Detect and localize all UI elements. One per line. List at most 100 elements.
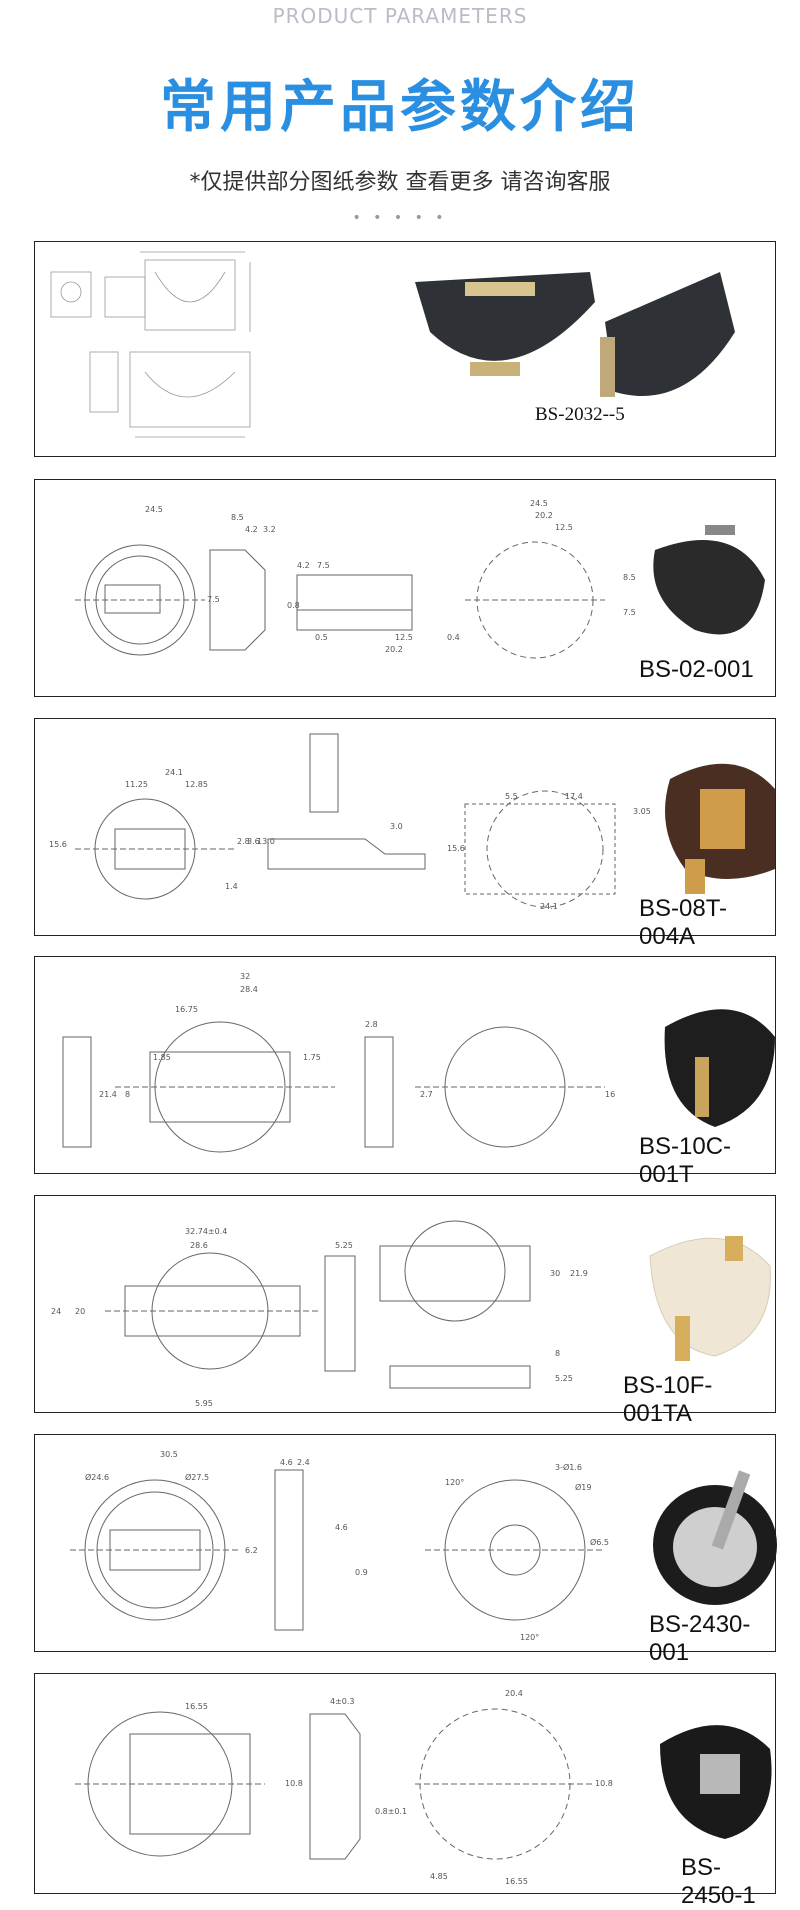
dim-label: 17.4: [565, 792, 583, 801]
dim-label: 4.2: [245, 525, 258, 534]
dim-label: 20.2: [535, 511, 553, 520]
dim-label: 24.5: [145, 505, 163, 514]
dim-label: 30: [550, 1269, 560, 1278]
model-label: BS-2430-001: [649, 1611, 751, 1666]
product-photo-bs-2450-1: [660, 1725, 772, 1839]
dim-label: 0.5: [315, 633, 328, 642]
dim-label: 0.8: [287, 601, 300, 610]
product-panel-bs-10f-001ta: 32.74±0.4 28.6 5.25 24 20 30 21.9 5.95 8…: [34, 1195, 776, 1427]
product-panel-bs-10c-001t: 32 28.4 16.75 1.85 1.75 2.8 21.4 8 16 2.…: [34, 956, 776, 1188]
product-photo-bs-02-001: [653, 525, 765, 635]
model-label: BS-2032--5: [535, 404, 625, 425]
product-photo-bs-2032-5: [415, 272, 735, 397]
product-photo-bs-2430-001: [653, 1470, 777, 1605]
dim-label: 30.5: [160, 1450, 178, 1459]
dim-label: Ø27.5: [185, 1472, 209, 1482]
product-photo-bs-10f-001ta: [649, 1236, 771, 1361]
dim-label: 1.4: [225, 882, 238, 891]
product-panel-bs-02-001: 24.5 8.5 4.2 3.2 7.5 0.8 4.2 7.5 0.5 12.…: [34, 479, 776, 697]
dim-label: 120°: [520, 1633, 539, 1642]
product-panel-bs-2430-001: 30.5 Ø24.6 Ø27.5 4.6 2.4 6.2 4.6 0.9 3-Ø…: [34, 1434, 777, 1666]
dim-label: 20.4: [505, 1689, 523, 1698]
dim-label: 24.1: [540, 902, 558, 911]
dim-label: 16.55: [505, 1877, 528, 1886]
dim-label: 0.8±0.1: [375, 1807, 407, 1816]
product-panel-bs-2032-5: BS-2032--5: [34, 241, 776, 457]
dim-label: 0.9: [355, 1568, 368, 1577]
dim-label: 6.2: [245, 1546, 258, 1555]
subtitle-english: PRODUCT PARAMETERS: [272, 4, 528, 28]
dim-label: 13.0: [257, 837, 275, 846]
dim-label: 28.4: [240, 985, 258, 994]
dim-label: 8: [555, 1349, 560, 1358]
dim-label: 12.5: [555, 523, 573, 532]
dim-label: 4.6: [335, 1523, 348, 1532]
drawing-bs-2032-5: [50, 251, 735, 438]
dim-label: 2.8: [365, 1020, 378, 1029]
decorative-dots: • • • • •: [352, 210, 448, 226]
dim-label: 2.8: [237, 837, 250, 846]
product-panel-bs-08t-004a: 24.1 11.25 12.85 15.6 2.8 3.6 13.0 1.4 3…: [34, 718, 776, 950]
dim-label: 5.95: [195, 1399, 213, 1408]
dim-label: 21.9: [570, 1269, 588, 1278]
dim-label: 3.0: [390, 822, 403, 831]
dim-label: 3-Ø1.6: [555, 1462, 582, 1472]
dim-label: 24: [51, 1307, 61, 1316]
dim-label: 28.6: [190, 1241, 208, 1250]
dim-label: 4.6: [280, 1458, 293, 1467]
dim-label: 24.1: [165, 768, 183, 777]
dim-label: 12.85: [185, 780, 208, 789]
model-label: BS-08T-004A: [639, 895, 728, 950]
dim-label: 3.2: [263, 525, 276, 534]
dim-label: 1.75: [303, 1053, 321, 1062]
dim-label: 7.5: [623, 608, 636, 617]
product-photo-bs-10c-001t: [664, 1009, 775, 1127]
product-photo-bs-08t-004a: [665, 763, 775, 894]
dim-label: 10.8: [595, 1779, 613, 1788]
dim-label: 32: [240, 972, 250, 981]
dim-label: 32.74±0.4: [185, 1227, 227, 1236]
drawing-bs-02-001: 24.5 8.5 4.2 3.2 7.5 0.8 4.2 7.5 0.5 12.…: [75, 499, 765, 659]
model-label: BS-10F-001TA: [623, 1372, 713, 1427]
drawing-bs-10f-001ta: 32.74±0.4 28.6 5.25 24 20 30 21.9 5.95 8…: [51, 1220, 771, 1408]
page-title: 常用产品参数介绍: [160, 75, 640, 140]
dim-label: 5.25: [555, 1374, 573, 1383]
dim-label: 5.25: [335, 1241, 353, 1250]
dim-label: 16.75: [175, 1005, 198, 1014]
product-panel-bs-2450-1: 16.55 4±0.3 20.4 10.8 0.8±0.1 10.8 4.85 …: [34, 1673, 776, 1909]
dim-label: 8.5: [623, 573, 636, 582]
dim-label: 15.6: [49, 840, 67, 849]
dim-label: 10.8: [285, 1779, 303, 1788]
dim-label: 4±0.3: [330, 1697, 355, 1706]
model-label: BS-02-001: [639, 656, 754, 683]
drawing-bs-10c-001t: 32 28.4 16.75 1.85 1.75 2.8 21.4 8 16 2.…: [62, 972, 775, 1153]
dim-label: 3.6: [247, 837, 260, 846]
dim-label: 16: [605, 1090, 615, 1099]
dim-label: 3.05: [633, 807, 651, 816]
dim-label: Ø24.6: [85, 1472, 109, 1482]
dim-label: 11.25: [125, 780, 148, 789]
drawing-bs-2430-001: 30.5 Ø24.6 Ø27.5 4.6 2.4 6.2 4.6 0.9 3-Ø…: [70, 1450, 777, 1642]
dim-label: 12.5: [395, 633, 413, 642]
dim-label: 20.2: [385, 645, 403, 654]
dim-label: 15.6: [447, 844, 465, 853]
dim-label: 7.5: [207, 595, 220, 604]
dim-label: 21.4: [99, 1090, 117, 1099]
dim-label: 16.55: [185, 1702, 208, 1711]
header-banner: PRODUCT PARAMETERS 常用产品参数介绍 *仅提供部分图纸参数 查…: [0, 0, 800, 235]
dim-label: Ø19: [575, 1482, 591, 1492]
dim-label: Ø6.5: [590, 1537, 609, 1547]
model-label: BS-10C-001T: [639, 1133, 732, 1188]
dim-label: 2.4: [297, 1458, 310, 1467]
dim-label: 4.2: [297, 561, 310, 570]
note-text: *仅提供部分图纸参数 查看更多 请咨询客服: [189, 170, 611, 195]
dim-label: 24.5: [530, 499, 548, 508]
dim-label: 5.5: [505, 792, 518, 801]
drawing-bs-08t-004a: 24.1 11.25 12.85 15.6 2.8 3.6 13.0 1.4 3…: [49, 733, 775, 911]
dim-label: 4.85: [430, 1872, 448, 1881]
drawing-bs-2450-1: 16.55 4±0.3 20.4 10.8 0.8±0.1 10.8 4.85 …: [75, 1689, 772, 1886]
dim-label: 1.85: [153, 1053, 171, 1062]
dim-label: 20: [75, 1307, 85, 1316]
dim-label: 8.5: [231, 513, 244, 522]
model-label: BS-2450-1: [681, 1854, 756, 1909]
